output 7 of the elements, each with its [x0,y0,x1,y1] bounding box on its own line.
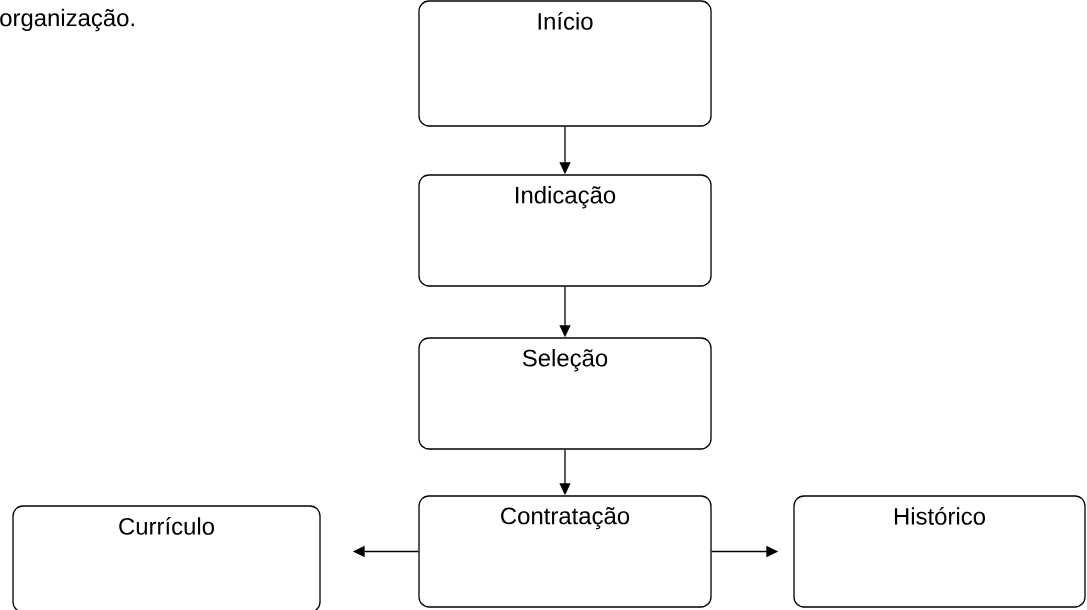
process-box: Seleção [418,337,712,450]
process-box: Histórico [793,495,1086,608]
note-text: organização. [0,8,134,32]
process-box: Currículo [12,505,321,610]
process-box: Contratação [418,495,712,608]
process-box: Início [418,0,712,127]
process-box: Indicação [418,174,712,287]
